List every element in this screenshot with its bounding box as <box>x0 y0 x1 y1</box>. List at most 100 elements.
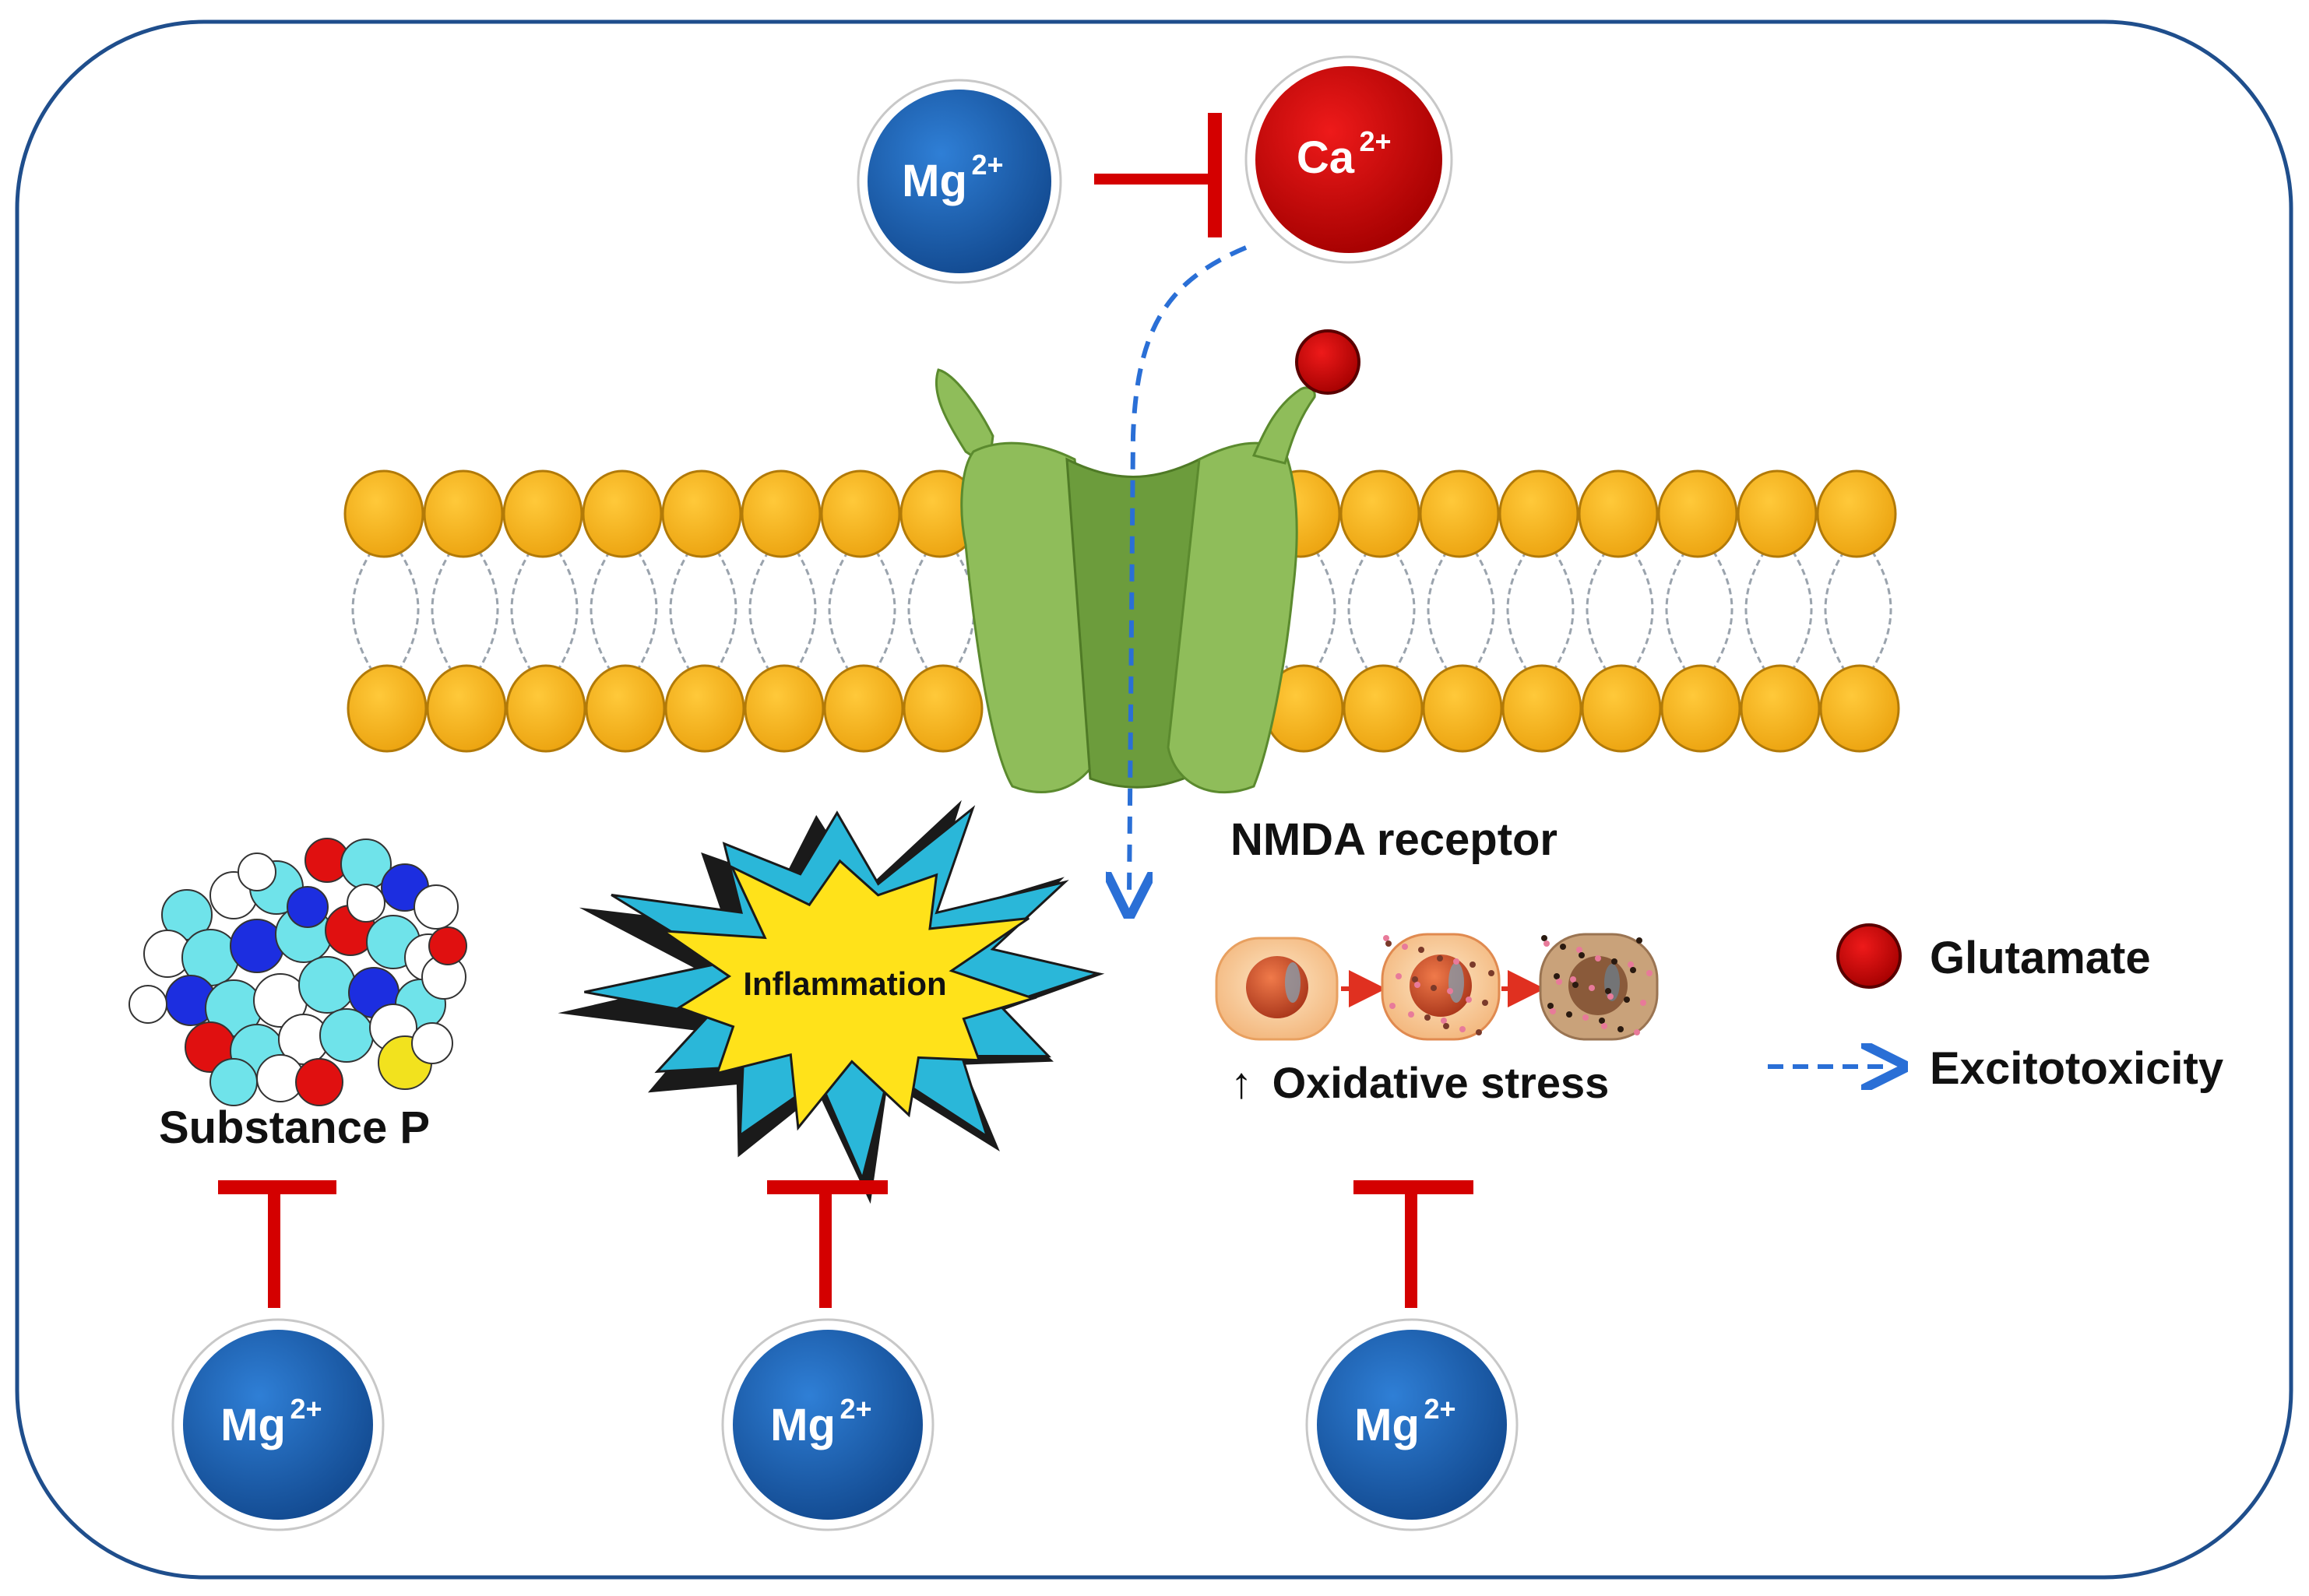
ros-particle <box>1579 952 1585 958</box>
atom-sphere <box>287 886 329 928</box>
lipid-head <box>1740 664 1821 753</box>
lipid-tail <box>1506 550 1575 670</box>
excitotoxicity-arrow <box>1129 245 1248 895</box>
lipid-head <box>1657 469 1738 558</box>
substance-p-label: Substance P <box>159 1102 430 1153</box>
ros-particle <box>1582 1014 1589 1021</box>
ros-particle <box>1595 955 1601 961</box>
legend-excitotoxicity-label: Excitotoxicity <box>1930 1043 2223 1094</box>
inhibition-substance-p <box>218 1180 336 1308</box>
substance-p-molecule <box>128 838 467 1106</box>
atom-sphere <box>319 1008 374 1063</box>
ros-particle <box>1640 1000 1646 1006</box>
atom-sphere <box>414 884 459 930</box>
ros-particle <box>1611 958 1617 965</box>
lipid-head <box>505 664 586 753</box>
inflammation-burst: Inflammation <box>558 800 1105 1204</box>
ros-particle <box>1607 993 1614 1000</box>
ros-particle <box>1556 979 1562 985</box>
svg-text:2+: 2+ <box>290 1393 322 1425</box>
ros-particle <box>1414 982 1420 988</box>
ros-particle <box>1547 1003 1554 1009</box>
inhibition-oxidative-stress <box>1353 1180 1473 1308</box>
ros-particle <box>1624 997 1630 1003</box>
atom-sphere <box>428 926 467 965</box>
ros-particle <box>1634 1029 1640 1035</box>
atom-sphere <box>298 956 356 1014</box>
ros-particle <box>1636 937 1642 944</box>
ros-particle <box>1412 976 1418 983</box>
stressed-cell <box>1381 933 1501 1041</box>
atom-sphere <box>295 1058 343 1106</box>
mg-ion-bottom-right: Mg 2+ <box>1305 1318 1519 1531</box>
lipid-head <box>1498 469 1579 558</box>
legend-glutamate-label: Glutamate <box>1930 933 2151 983</box>
lipid-head <box>426 664 507 753</box>
inflammation-label: Inflammation <box>743 965 946 1002</box>
svg-text:2+: 2+ <box>971 149 1003 181</box>
lipid-head <box>744 664 825 753</box>
diagram-frame <box>15 19 2293 1580</box>
lipid-head <box>585 664 666 753</box>
ros-particle <box>1447 988 1453 994</box>
lipid-tail <box>828 550 896 670</box>
ros-particle <box>1453 958 1459 965</box>
ros-particle <box>1385 940 1392 947</box>
lipid-tail <box>431 550 499 670</box>
lipid-head <box>1343 664 1424 753</box>
nmda-receptor <box>935 368 1316 794</box>
ros-particle <box>1617 1026 1624 1032</box>
ros-particle <box>1570 976 1576 983</box>
lipid-tail <box>590 550 658 670</box>
ros-particle <box>1599 1018 1605 1024</box>
ros-particle <box>1424 1014 1431 1021</box>
ros-particle <box>1541 935 1547 941</box>
lipid-head <box>343 469 424 558</box>
svg-text:Mg: Mg <box>1354 1400 1420 1450</box>
lipid-head <box>1581 664 1662 753</box>
lipid-tail <box>510 550 579 670</box>
svg-text:2+: 2+ <box>1359 125 1391 157</box>
oxidative-stress-cells <box>1215 933 1659 1041</box>
lipid-head <box>502 469 583 558</box>
lipid-head <box>823 664 904 753</box>
ros-particle <box>1482 1000 1488 1006</box>
svg-text:Ca: Ca <box>1297 132 1355 183</box>
lipid-head <box>820 469 901 558</box>
ros-particle <box>1389 1003 1396 1009</box>
lipid-tail <box>1427 550 1495 670</box>
lipid-head <box>582 469 663 558</box>
lipid-head <box>1501 664 1582 753</box>
ros-particle <box>1554 973 1560 979</box>
lipid-tail <box>1744 550 1813 670</box>
ros-particle <box>1488 970 1494 976</box>
ros-particle <box>1476 1029 1482 1035</box>
atom-sphere <box>128 985 167 1024</box>
atom-sphere <box>230 919 284 973</box>
svg-text:Mg: Mg <box>220 1400 286 1450</box>
ros-particle <box>1431 985 1437 991</box>
mg-ion-top: Mg 2+ <box>857 79 1062 284</box>
ros-particle <box>1396 973 1402 979</box>
ros-particle <box>1543 940 1550 947</box>
glutamate-molecule <box>1295 329 1360 395</box>
svg-text:2+: 2+ <box>839 1393 871 1425</box>
lipid-bilayer <box>343 469 1900 753</box>
ros-particle <box>1576 947 1582 953</box>
lipid-tail <box>748 550 817 670</box>
ros-particle <box>1418 947 1424 953</box>
lipid-head <box>1660 664 1741 753</box>
lipid-head <box>741 469 822 558</box>
ros-particle <box>1408 1011 1414 1018</box>
oxidative-stress-label: ↑ Oxidative stress <box>1230 1058 1609 1107</box>
lipid-tail <box>1347 550 1416 670</box>
legend: Glutamate Excitotoxicity <box>1768 923 2223 1094</box>
svg-text:Mg: Mg <box>770 1400 836 1450</box>
atom-sphere <box>238 852 276 891</box>
ros-particle <box>1630 967 1636 973</box>
svg-text:Mg: Mg <box>902 156 967 206</box>
inhibition-inflammation <box>767 1180 888 1308</box>
lipid-head <box>1339 469 1420 558</box>
ros-particle <box>1601 1023 1607 1029</box>
